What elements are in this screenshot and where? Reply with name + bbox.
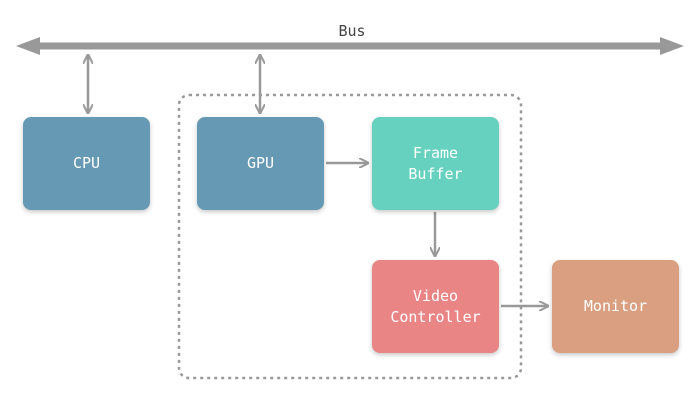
bus-left-arrowhead <box>16 37 40 55</box>
bus-right-arrowhead <box>660 37 684 55</box>
gpu-box: GPU <box>197 117 324 210</box>
cpu-box: CPU <box>23 117 150 210</box>
bus-label: Bus <box>338 22 366 40</box>
bus-line <box>16 37 684 55</box>
monitor-box: Monitor <box>552 260 679 353</box>
video-controller-box: Video Controller <box>372 260 499 353</box>
frame-buffer-box: Frame Buffer <box>372 117 499 210</box>
gpu-subsystem-boundary <box>177 93 523 380</box>
